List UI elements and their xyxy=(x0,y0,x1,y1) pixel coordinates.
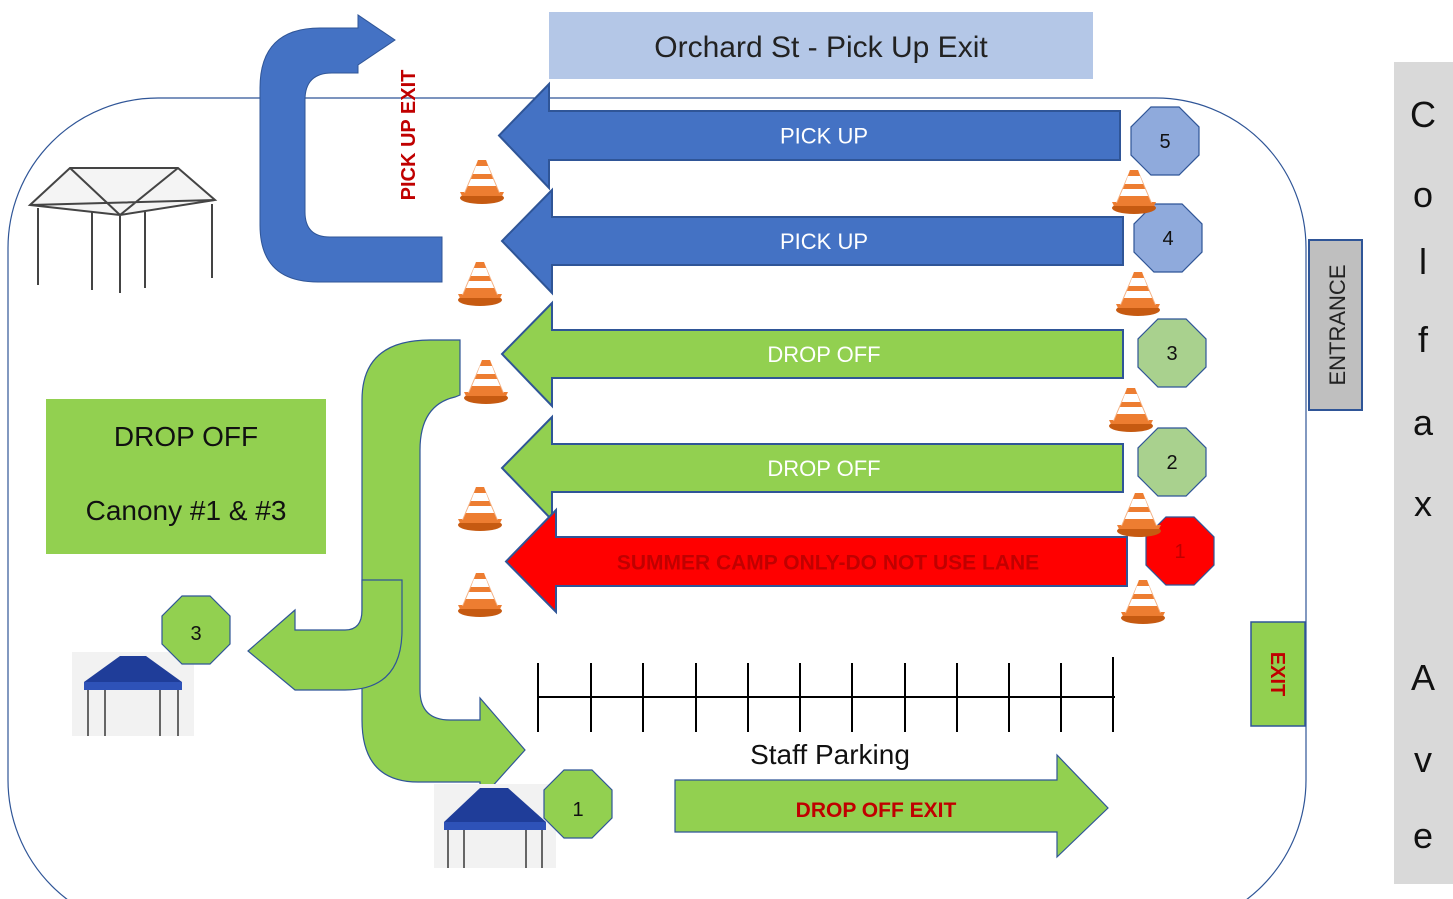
traffic-cone-icon xyxy=(464,360,508,404)
lane-label: PICK UP xyxy=(780,124,868,149)
header-banner xyxy=(549,12,1093,79)
traffic-cone-icon xyxy=(1116,272,1160,316)
staff-parking-label: Staff Parking xyxy=(750,739,910,770)
street-letter: A xyxy=(1411,657,1435,698)
traffic-cone-icon xyxy=(1117,493,1161,537)
entrance-label: ENTRANCE xyxy=(1325,264,1350,385)
header-title: Orchard St - Pick Up Exit xyxy=(654,31,988,64)
blue-canopy-tent-icon xyxy=(434,784,556,868)
lane-number-badge xyxy=(1130,106,1200,176)
traffic-cone-icon xyxy=(1112,170,1156,214)
lane-number-badge xyxy=(1145,516,1215,586)
lane-label: DROP OFF xyxy=(767,342,880,367)
street-letter: x xyxy=(1414,483,1432,524)
canopy-3-branch-arrow xyxy=(247,579,403,691)
street-letter: v xyxy=(1414,739,1432,780)
lane-number-badge xyxy=(1137,427,1207,497)
lane-number: 5 xyxy=(1159,131,1170,153)
lane-arrow xyxy=(504,507,1128,615)
lane-arrow xyxy=(497,81,1121,191)
dropoff-info-box xyxy=(46,399,326,554)
lane-label: SUMMER CAMP ONLY-DO NOT USE LANE xyxy=(617,552,1039,575)
traffic-cone-icon xyxy=(458,262,502,306)
lane-label: PICK UP xyxy=(780,229,868,254)
staff-parking-fence xyxy=(537,657,1115,732)
lane-arrow xyxy=(500,414,1124,523)
dropoff-curved-flow-arrow xyxy=(361,339,526,802)
lane-number: 3 xyxy=(1166,343,1177,365)
traffic-cone-icon xyxy=(458,487,502,531)
street-letter: e xyxy=(1413,815,1433,856)
lane-arrow xyxy=(500,187,1124,296)
street-letter: l xyxy=(1419,241,1427,282)
exit-box xyxy=(1250,621,1306,727)
canopy-1-badge: 1 xyxy=(543,769,613,839)
canopy-3-number: 3 xyxy=(190,623,201,645)
exit-label: EXIT xyxy=(1266,652,1288,696)
lane-number: 2 xyxy=(1166,452,1177,474)
street-letter: o xyxy=(1413,174,1433,215)
white-tent-icon xyxy=(27,167,218,293)
canopy-1-number: 1 xyxy=(572,799,583,821)
lane-arrow xyxy=(500,300,1124,409)
dropoff-info-subtitle: Canony #1 & #3 xyxy=(86,495,287,526)
dropoff-exit-label: DROP OFF EXIT xyxy=(796,799,957,822)
traffic-cone-icon xyxy=(460,160,504,204)
lane-label: DROP OFF xyxy=(767,456,880,481)
lane-number-badge xyxy=(1137,318,1207,388)
lane-number-badge xyxy=(1133,203,1203,273)
dropoff-info-title: DROP OFF xyxy=(114,421,258,452)
lane-number: 1 xyxy=(1174,541,1185,563)
lane-number: 4 xyxy=(1162,228,1173,250)
traffic-cone-icon xyxy=(1109,388,1153,432)
traffic-cone-icon xyxy=(458,573,502,617)
street-letter: C xyxy=(1410,94,1436,135)
street-letter: f xyxy=(1418,319,1429,360)
colfax-street xyxy=(1394,62,1453,884)
lot-boundary xyxy=(7,97,1307,899)
dropoff-exit-arrow xyxy=(674,753,1109,859)
canopy-3-badge: 3 xyxy=(161,595,231,665)
blue-canopy-tent-icon xyxy=(72,652,194,736)
entrance-box xyxy=(1308,239,1363,411)
pickup-exit-uturn-arrow xyxy=(259,14,443,283)
pickup-exit-label: PICK UP EXIT xyxy=(398,70,420,201)
street-letter: a xyxy=(1413,402,1434,443)
